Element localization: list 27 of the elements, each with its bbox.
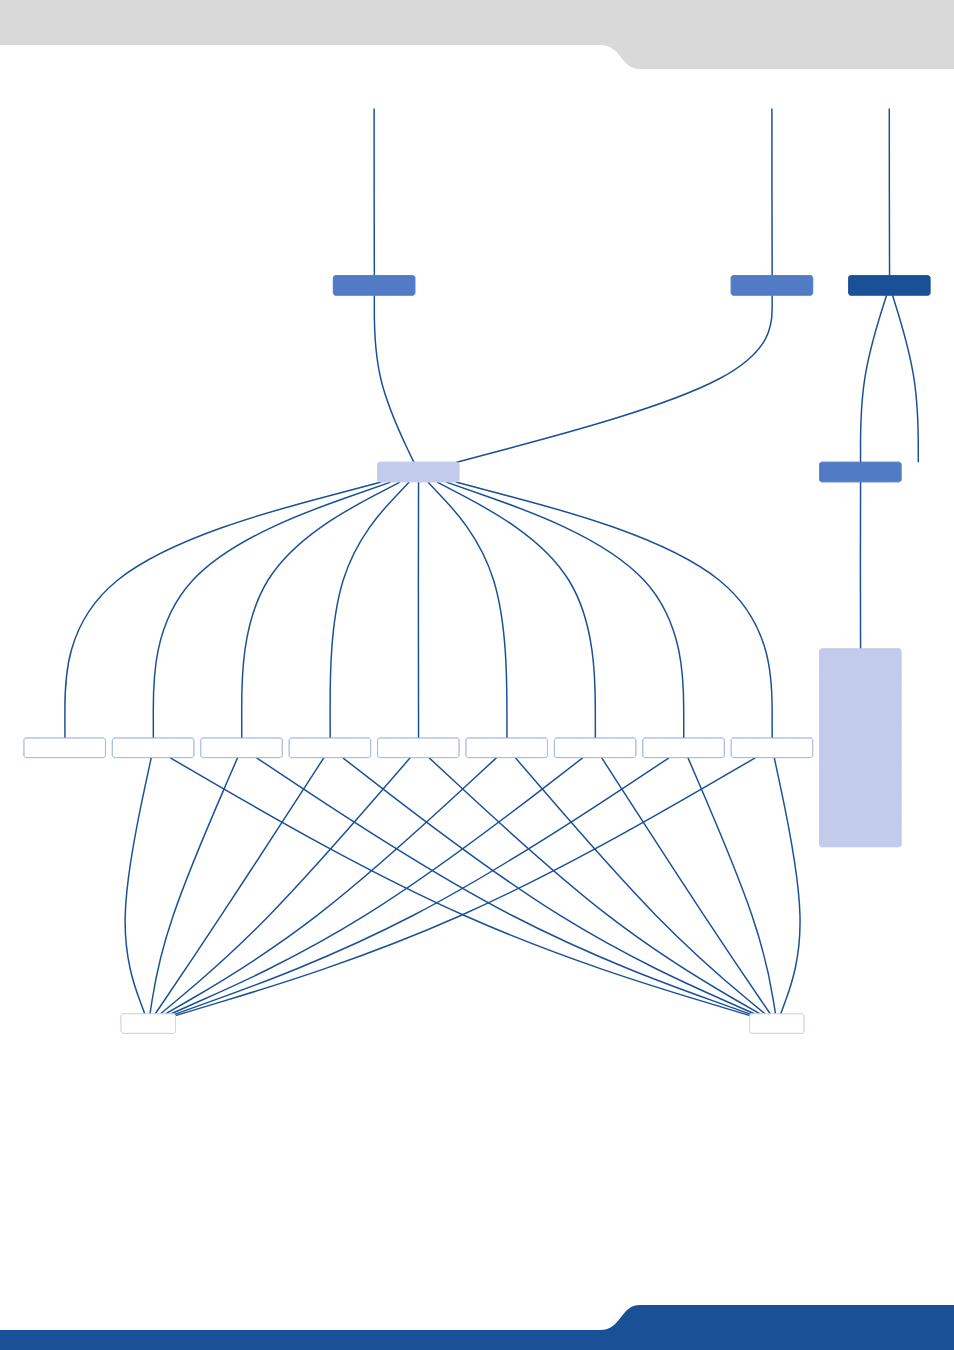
connector	[152, 481, 392, 739]
connector	[329, 481, 410, 739]
connector	[859, 294, 888, 464]
connector	[124, 757, 152, 1015]
connector	[373, 294, 415, 464]
connector	[455, 294, 773, 464]
connector	[771, 107, 773, 277]
connector	[240, 481, 401, 739]
connector	[891, 294, 919, 463]
connector	[154, 757, 325, 1015]
connector	[445, 481, 685, 739]
connector	[600, 757, 772, 1015]
connector	[427, 481, 508, 739]
connector	[859, 481, 862, 650]
connector	[373, 107, 376, 277]
connector	[428, 757, 761, 1015]
connector	[455, 481, 773, 739]
connector	[888, 107, 891, 277]
connector	[64, 481, 383, 739]
connector	[436, 481, 597, 739]
connector	[159, 757, 411, 1015]
connector	[417, 481, 420, 739]
connector	[514, 757, 766, 1015]
connector	[773, 757, 801, 1015]
connector	[164, 757, 498, 1015]
connector	[687, 757, 777, 1015]
connector	[149, 757, 239, 1015]
